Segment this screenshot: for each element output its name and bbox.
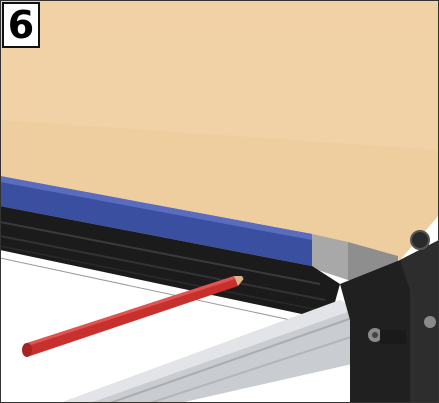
gantry-spacer (380, 330, 406, 344)
step-number: 6 (8, 6, 34, 44)
gantry-bolt-3 (411, 231, 429, 249)
gantry-bolt-2 (424, 316, 436, 328)
gantry-bolt-1-center (372, 332, 378, 338)
pencil-end (22, 343, 32, 357)
step-number-badge: 6 (2, 2, 40, 48)
